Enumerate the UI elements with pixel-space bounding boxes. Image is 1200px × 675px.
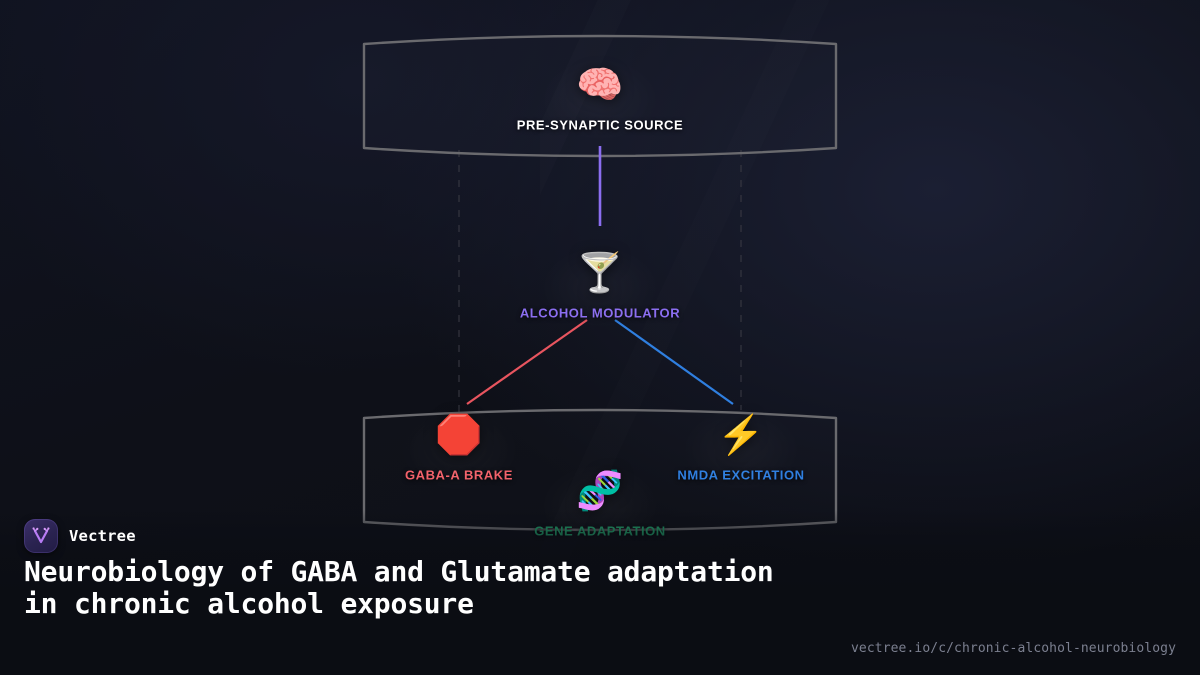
node-alcohol-modulator[interactable]: 🍸 ALCOHOL MODULATOR <box>485 252 715 321</box>
node-label-nmda-excitation: NMDA EXCITATION <box>677 467 805 483</box>
high-voltage-icon: ⚡ <box>717 414 765 457</box>
node-nmda-excitation[interactable]: ⚡ NMDA EXCITATION <box>626 414 856 483</box>
edge-alcohol-to-nmda[interactable] <box>614 319 734 405</box>
cocktail-glass-icon: 🍸 <box>576 252 624 295</box>
presynaptic-group-outline <box>362 34 838 158</box>
node-pre-synaptic-source[interactable]: 🧠 PRE-SYNAPTIC SOURCE <box>485 64 715 133</box>
brand[interactable]: Vectree <box>24 519 136 553</box>
brain-icon: 🧠 <box>576 64 624 107</box>
node-label-pre-synaptic-source: PRE-SYNAPTIC SOURCE <box>516 117 684 133</box>
vectree-logo-icon <box>24 519 58 553</box>
edge-alcohol-to-gaba[interactable] <box>466 319 588 405</box>
node-label-alcohol-modulator: ALCOHOL MODULATOR <box>519 305 681 321</box>
red-octagon-icon: 🛑 <box>435 414 483 457</box>
footer: Vectree Neurobiology of GABA and Glutama… <box>0 510 1200 675</box>
deck-url: vectree.io/c/chronic-alcohol-neurobiolog… <box>851 641 1176 656</box>
brand-name: Vectree <box>69 527 136 545</box>
page-title: Neurobiology of GABA and Glutamate adapt… <box>24 555 774 620</box>
dna-icon: 🧬 <box>576 470 624 513</box>
